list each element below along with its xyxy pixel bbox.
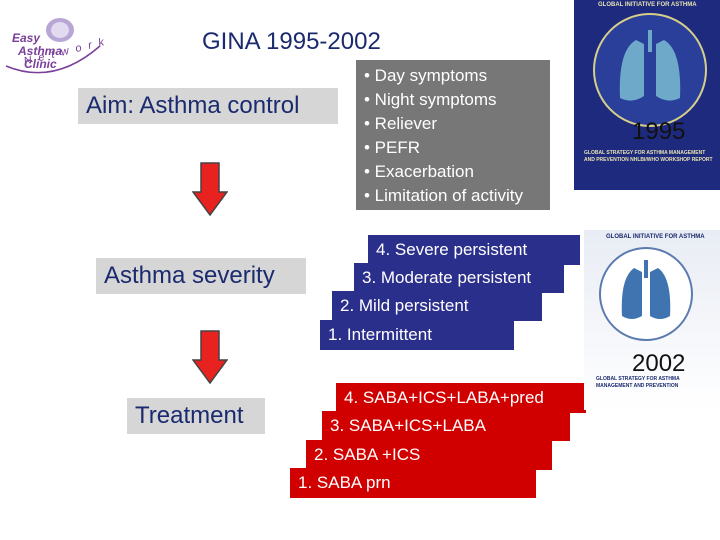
cover-2002-heading: GLOBAL INITIATIVE FOR ASTHMA (606, 234, 705, 240)
aim-label: Aim: Asthma control (78, 88, 338, 124)
logo-word-clinic: Clinic (24, 57, 57, 71)
treatment-step-4: 4. SABA+ICS+LABA+pred (336, 383, 586, 413)
logo-swirl-icon (5, 18, 101, 74)
lungs-icon (599, 247, 693, 341)
severity-step-4: 4. Severe persistent (368, 235, 580, 265)
criteria-item: • Exacerbation (364, 162, 474, 181)
lungs-icon (593, 13, 707, 127)
severity-step-1: 1. Intermittent (320, 320, 514, 350)
criteria-item: • Reliever (364, 114, 438, 133)
criteria-item: • Night symptoms (364, 90, 497, 109)
slide-title: GINA 1995-2002 (202, 28, 381, 55)
logo-word-easy: Easy (12, 31, 41, 45)
severity-label: Asthma severity (96, 258, 306, 294)
severity-step-3: 3. Moderate persistent (354, 263, 564, 293)
gina-2002-cover: GLOBAL STRATEGY FOR ASTHMA MANAGEMENT AN… (584, 230, 720, 410)
year-2002-label: 2002 (632, 350, 686, 377)
control-criteria-box: • Day symptoms • Night symptoms • Reliev… (356, 60, 550, 210)
gina-1995-cover: GLOBAL STRATEGY FOR ASTHMA MANAGEMENT AN… (574, 0, 720, 190)
treatment-step-2: 2. SABA +ICS (306, 440, 552, 470)
easy-asthma-clinic-logo: Easy Asthma Clinic (4, 6, 104, 82)
severity-step-2: 2. Mild persistent (332, 291, 542, 321)
cover-2002-report-text: GLOBAL STRATEGY FOR ASTHMA MANAGEMENT AN… (596, 376, 680, 389)
criteria-item: • Day symptoms (364, 66, 488, 85)
cover-1995-report-text: GLOBAL STRATEGY FOR ASTHMA MANAGEMENT AN… (584, 150, 713, 163)
down-arrow-icon (192, 330, 228, 384)
logo-word-asthma: Asthma (18, 44, 63, 58)
treatment-label: Treatment (127, 398, 265, 434)
cover-1995-heading: GLOBAL INITIATIVE FOR ASTHMA (598, 2, 697, 8)
criteria-item: • PEFR (364, 138, 421, 157)
treatment-step-3: 3. SABA+ICS+LABA (322, 411, 570, 441)
year-1995-label: 1995 (632, 118, 686, 145)
down-arrow-icon (192, 162, 228, 216)
criteria-item: • Limitation of activity (364, 186, 524, 205)
treatment-step-1: 1. SABA prn (290, 468, 536, 498)
